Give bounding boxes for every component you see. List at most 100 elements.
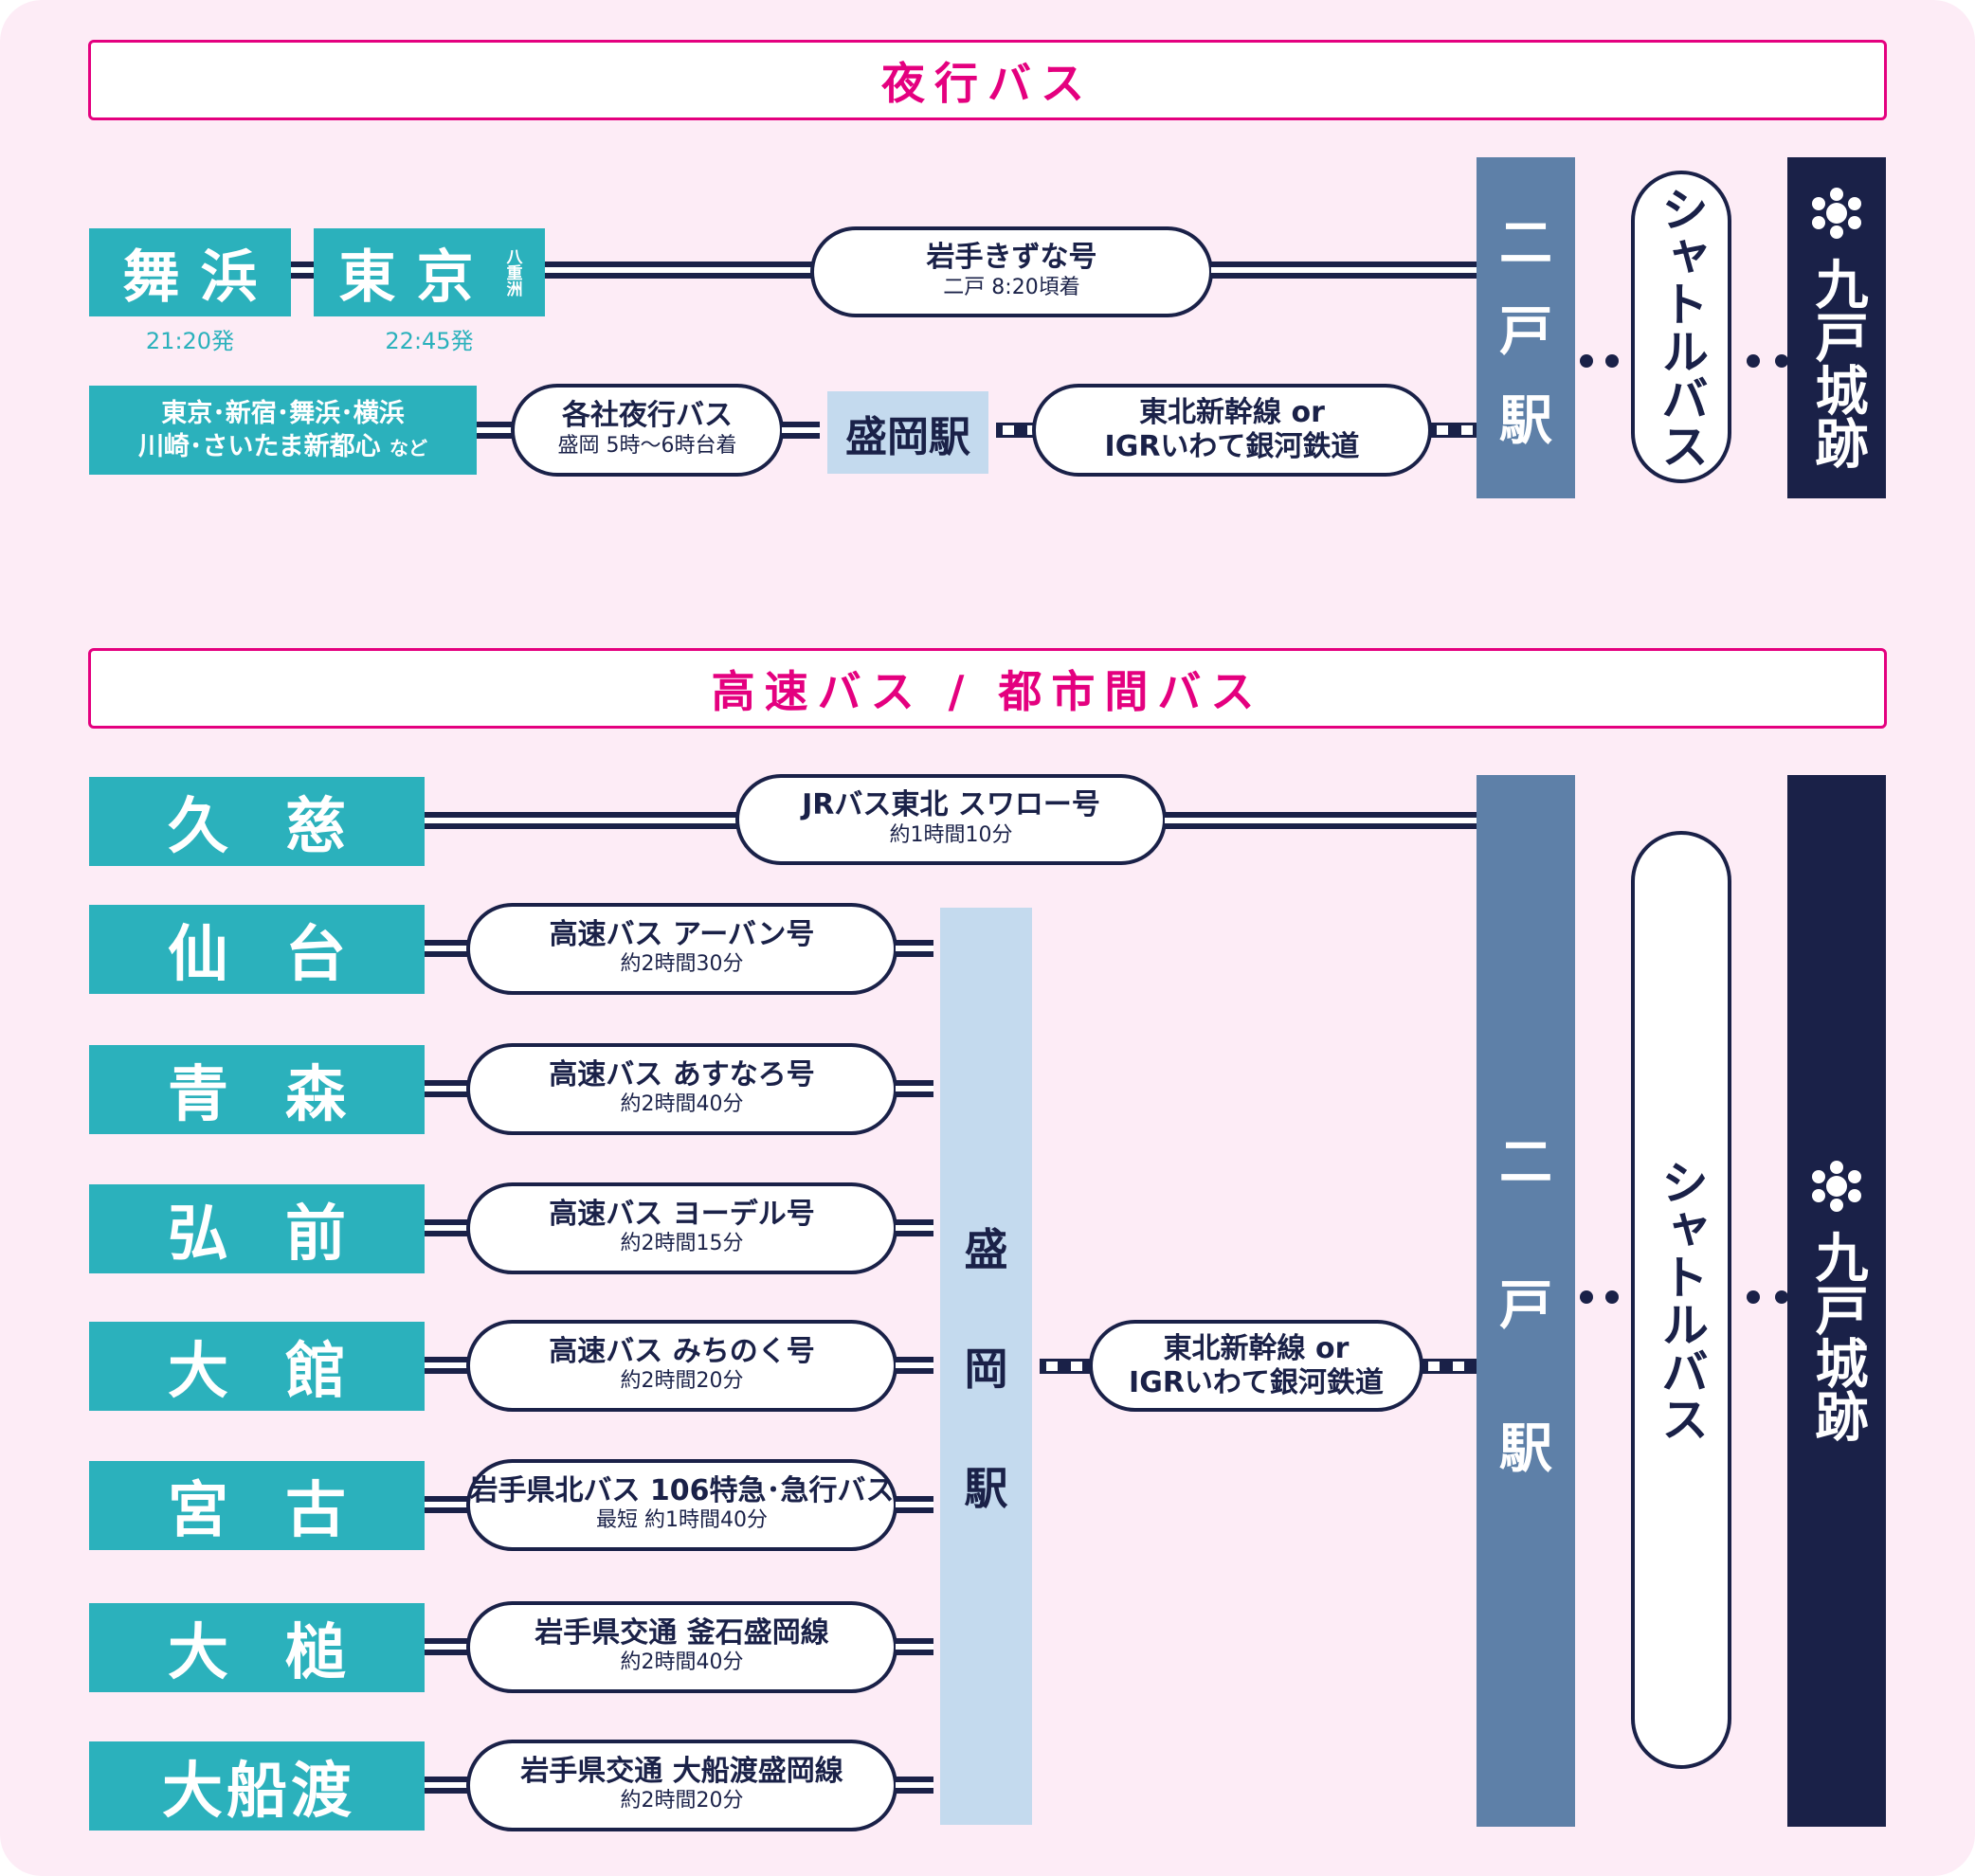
station-morioka-label: 盛岡駅 <box>845 412 970 461</box>
crest-icon <box>1812 188 1861 239</box>
connector-dot <box>1747 354 1760 368</box>
track-others-various <box>477 422 513 439</box>
track-route-morioka <box>896 1080 933 1097</box>
origin-maihama: 舞浜 <box>89 228 291 316</box>
track-tokyo-kizuna <box>545 262 812 279</box>
route-pill: 岩手県交通 大船渡盛岡線 約2時間20分 <box>466 1740 897 1831</box>
shuttle-bus-label: シャトルバス <box>1654 1158 1709 1442</box>
track-origin-route <box>425 1080 468 1097</box>
destination-kunohe-castle-express: 九戸城跡 <box>1787 775 1886 1827</box>
route-duration: 最短 約1時間40分 <box>596 1508 768 1533</box>
origin-label: 宮古 <box>168 1476 403 1546</box>
castle-label: 九戸城跡 <box>1806 257 1868 469</box>
station-morioka-char-3: 駅 <box>964 1463 1008 1514</box>
route-duration: 約2時間40分 <box>620 1092 744 1117</box>
route-kizuna-sub: 二戸 8:20頃着 <box>943 275 1080 299</box>
origin-box: 大船渡 <box>89 1741 425 1831</box>
station-ninohe-char-2: 戸 <box>1499 1274 1552 1337</box>
origin-maihama-label: 舞浜 <box>122 244 279 311</box>
route-title: 岩手県交通 大船渡盛岡線 <box>520 1754 843 1788</box>
route-duration: 約2時間20分 <box>620 1369 744 1394</box>
route-swallow-sub: 約1時間10分 <box>889 822 1013 847</box>
route-title: 高速バス ヨーデル号 <box>549 1197 815 1231</box>
station-ninohe-char-3: 駅 <box>1499 389 1552 452</box>
night-bus-header: 夜行バス <box>88 40 1887 120</box>
destination-kunohe-castle-night: 九戸城跡 <box>1787 157 1886 498</box>
station-ninohe-char-3: 駅 <box>1499 1417 1552 1480</box>
connector-dot <box>1605 354 1619 368</box>
express-bus-title: 高速バス / 都市間バス <box>711 665 1264 717</box>
night-bus-title: 夜行バス <box>881 57 1094 109</box>
origin-box: 大館 <box>89 1322 425 1411</box>
connector-dot <box>1775 1290 1788 1304</box>
rail-morioka-pill <box>996 423 1034 438</box>
station-morioka-char-1: 盛 <box>964 1224 1008 1275</box>
track-kuji-swallow <box>425 812 737 829</box>
route-kizuna-title: 岩手きずな号 <box>926 241 1097 275</box>
route-title: 高速バス アーバン号 <box>549 917 815 951</box>
origin-tokyo-label: 東京 <box>338 244 495 311</box>
track-route-morioka <box>896 1777 933 1794</box>
origin-label: 弘前 <box>168 1200 403 1270</box>
origin-box: 仙台 <box>89 905 425 994</box>
station-ninohe-char-1: 二 <box>1499 1131 1552 1194</box>
origin-others-line1: 東京･新宿･舞浜･横浜 <box>161 398 405 428</box>
route-pill: 高速バス ヨーデル号 約2時間15分 <box>466 1182 897 1274</box>
origin-others-suffix: など <box>390 437 428 460</box>
route-title: 岩手県交通 釜石盛岡線 <box>535 1615 829 1650</box>
station-morioka-night: 盛岡駅 <box>827 391 988 474</box>
route-title: 岩手県北バス 106特急･急行バス <box>469 1473 895 1507</box>
maihama-departure: 21:20発 <box>145 328 235 354</box>
origin-others-line2: 川崎･さいたま新都心 <box>137 432 381 461</box>
route-title: 高速バス みちのく号 <box>549 1334 815 1368</box>
express-bus-header: 高速バス / 都市間バス <box>88 648 1887 729</box>
origin-others: 東京･新宿･舞浜･横浜 川崎･さいたま新都心 など <box>89 386 477 475</box>
route-swallow: JRバス東北 スワロー号 約1時間10分 <box>735 774 1167 865</box>
station-morioka-char-2: 岡 <box>964 1344 1008 1395</box>
rail-pill-ninohe-express <box>1422 1359 1477 1374</box>
route-pill: 高速バス みちのく号 約2時間20分 <box>466 1320 897 1412</box>
shuttle-bus-night: シャトルバス <box>1631 171 1731 483</box>
route-kizuna: 岩手きずな号 二戸 8:20頃着 <box>810 226 1213 317</box>
track-origin-route <box>425 1777 468 1794</box>
track-origin-route <box>425 1638 468 1655</box>
origin-tokyo-sub: 八重洲 <box>502 248 522 297</box>
station-ninohe-express: 二 戸 駅 <box>1477 775 1575 1827</box>
origin-tokyo: 東京 八重洲 <box>314 228 545 316</box>
track-route-morioka <box>896 1496 933 1513</box>
rail-morioka-pill-express <box>1040 1359 1091 1374</box>
route-rail-night: 東北新幹線 or IGRいわて銀河鉄道 <box>1032 384 1432 477</box>
route-duration: 約2時間15分 <box>620 1232 744 1256</box>
rail-pill-ninohe <box>1430 423 1477 438</box>
route-various-title: 各社夜行バス <box>562 399 733 433</box>
route-pill: 高速バス アーバン号 約2時間30分 <box>466 903 897 995</box>
shuttle-bus-express: シャトルバス <box>1631 831 1731 1769</box>
station-ninohe-char-1: 二 <box>1499 213 1552 276</box>
station-ninohe-char-2: 戸 <box>1499 301 1552 364</box>
route-rail-line2: IGRいわて銀河鉄道 <box>1104 430 1360 463</box>
track-route-morioka <box>896 1219 933 1236</box>
origin-label: 大船渡 <box>162 1757 355 1827</box>
route-various-night: 各社夜行バス 盛岡 5時～6時台着 <box>511 384 784 477</box>
station-morioka-express: 盛 岡 駅 <box>940 908 1032 1825</box>
route-rail-express-line1: 東北新幹線 or <box>1163 1331 1350 1365</box>
track-maihama-tokyo <box>291 262 314 279</box>
track-origin-route <box>425 940 468 957</box>
tokyo-departure: 22:45発 <box>385 328 474 354</box>
route-swallow-title: JRバス東北 スワロー号 <box>802 788 1100 822</box>
route-duration: 約2時間20分 <box>620 1789 744 1813</box>
route-duration: 約2時間30分 <box>620 952 744 977</box>
track-origin-route <box>425 1219 468 1236</box>
connector-dot <box>1775 354 1788 368</box>
station-ninohe-night: 二 戸 駅 <box>1477 157 1575 498</box>
connector-dot <box>1580 354 1593 368</box>
route-pill: 岩手県交通 釜石盛岡線 約2時間40分 <box>466 1601 897 1693</box>
route-pill: 高速バス あすなろ号 約2時間40分 <box>466 1043 897 1135</box>
origin-box: 宮古 <box>89 1461 425 1550</box>
track-origin-route <box>425 1357 468 1374</box>
track-kizuna-ninohe <box>1211 262 1478 279</box>
connector-dot <box>1605 1290 1619 1304</box>
origin-kuji: 久慈 <box>89 777 425 866</box>
origin-box: 弘前 <box>89 1184 425 1273</box>
